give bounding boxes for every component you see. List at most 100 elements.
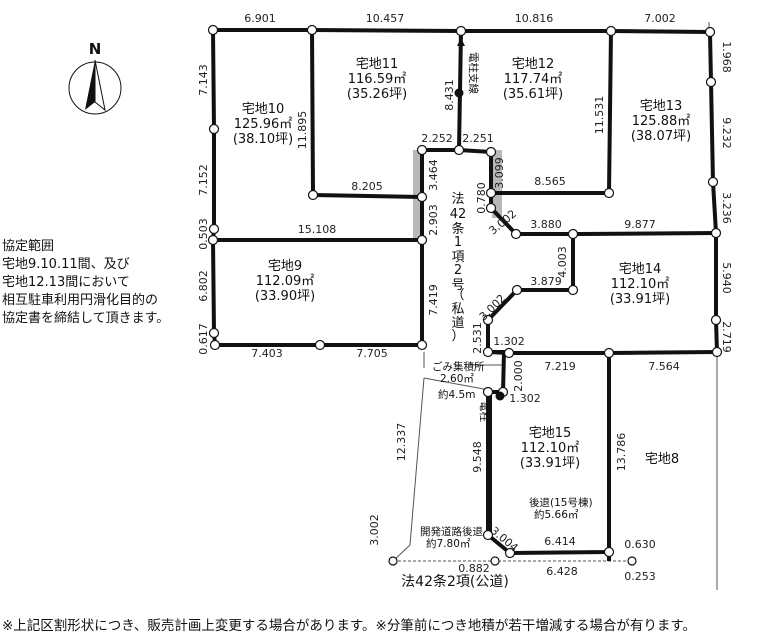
- lot-labels: 宅地11 116.59㎡ (35.26坪) 宅地12 117.74㎡ (35.6…: [233, 57, 691, 471]
- lot15-tsubo: (33.91坪): [520, 456, 580, 471]
- svg-text:8.205: 8.205: [351, 180, 383, 193]
- lot13-name: 宅地13: [640, 99, 683, 114]
- svg-text:0.503: 0.503: [197, 218, 210, 250]
- svg-text:法: 法: [451, 192, 464, 207]
- svg-text:1.302: 1.302: [509, 392, 541, 405]
- agreement-note: 協定範囲 宅地9.10.11間、及び 宅地12.13間において 相互駐車利用円滑…: [2, 239, 170, 326]
- lot10-area: 125.96㎡: [234, 117, 293, 132]
- lot12-area: 117.74㎡: [504, 72, 563, 87]
- survey-points: [207, 24, 723, 566]
- svg-text:0.780: 0.780: [475, 182, 488, 214]
- lot14-area: 112.10㎡: [611, 277, 670, 292]
- lot15-area: 112.10㎡: [521, 441, 580, 456]
- svg-text:2.903: 2.903: [427, 204, 440, 236]
- svg-text:）: ）: [451, 329, 464, 344]
- svg-text:道: 道: [451, 316, 464, 331]
- svg-text:6.428: 6.428: [546, 565, 578, 578]
- lot9-name: 宅地9: [268, 259, 302, 274]
- svg-text:9.232: 9.232: [720, 117, 733, 149]
- pole-top-arrow-icon: [457, 38, 465, 46]
- private-road-label: 法 42 条 1 項 2 号 （ 私 道 ）: [450, 192, 467, 344]
- lot14-name: 宅地14: [619, 262, 662, 277]
- pole-top-icon: [454, 88, 464, 98]
- setback-road-area: 約7.80㎡: [426, 537, 471, 550]
- svg-text:5.940: 5.940: [720, 262, 733, 294]
- svg-text:3.880: 3.880: [530, 218, 562, 231]
- svg-text:1.968: 1.968: [720, 41, 733, 73]
- lot13-tsubo: (38.07坪): [631, 129, 691, 144]
- svg-text:0.630: 0.630: [624, 538, 656, 551]
- svg-text:6.802: 6.802: [197, 270, 210, 302]
- svg-text:12.337: 12.337: [395, 423, 408, 462]
- svg-text:7.705: 7.705: [356, 347, 388, 360]
- svg-text:2.252: 2.252: [421, 132, 453, 145]
- public-road-label: 法42条2項(公道): [401, 573, 509, 590]
- lot8-name: 宅地8: [645, 452, 679, 467]
- lot9-tsubo: (33.90坪): [255, 289, 315, 304]
- svg-text:7.152: 7.152: [197, 164, 210, 196]
- gomi-area: 2.60㎡: [440, 373, 474, 385]
- shared-strip-right: [492, 150, 502, 218]
- setback-road: 開発道路後退: [420, 525, 483, 538]
- setback-15-area: 約5.66㎡: [534, 508, 579, 521]
- lot10-name: 宅地10: [242, 102, 285, 117]
- lot11-name: 宅地11: [356, 57, 399, 72]
- svg-text:10.816: 10.816: [515, 12, 554, 25]
- svg-text:私: 私: [451, 302, 464, 317]
- approx-width: 約4.5m: [438, 388, 475, 401]
- svg-text:2.251: 2.251: [462, 132, 494, 145]
- svg-text:8.565: 8.565: [534, 175, 566, 188]
- svg-text:3.879: 3.879: [530, 275, 562, 288]
- svg-text:10.457: 10.457: [366, 12, 405, 25]
- svg-text:3.099: 3.099: [493, 157, 506, 189]
- svg-text:42: 42: [450, 207, 467, 222]
- compass-n: N: [89, 40, 102, 58]
- svg-text:4.003: 4.003: [556, 246, 569, 278]
- dimension-labels-vertical: 7.143 7.152 0.503 6.802 0.617 1.968 9.23…: [197, 41, 733, 554]
- svg-text:11.895: 11.895: [296, 111, 309, 150]
- svg-text:8.431: 8.431: [443, 79, 456, 111]
- svg-text:6.901: 6.901: [244, 12, 276, 25]
- lot12-name: 宅地12: [512, 57, 555, 72]
- svg-text:9.877: 9.877: [624, 218, 656, 231]
- svg-text:1: 1: [454, 235, 462, 250]
- svg-text:7.564: 7.564: [648, 360, 680, 373]
- lot10-tsubo: (38.10坪): [233, 132, 293, 147]
- svg-text:0.617: 0.617: [197, 323, 210, 355]
- svg-text:（: （: [451, 288, 464, 303]
- compass-icon: N: [68, 40, 122, 115]
- svg-text:3.236: 3.236: [720, 192, 733, 224]
- pole-top-label: 電柱支線: [467, 52, 480, 94]
- svg-text:15.108: 15.108: [298, 223, 337, 236]
- svg-text:7.002: 7.002: [644, 12, 676, 25]
- svg-text:2.719: 2.719: [720, 321, 733, 353]
- footnote: ※上記区割形状につき、販売計画上変更する場合があります。※分筆前につき地積が若干…: [2, 618, 696, 634]
- lot14-tsubo: (33.91坪): [610, 292, 670, 307]
- svg-text:11.531: 11.531: [593, 96, 606, 135]
- misc-labels: 電柱支線 電柱 ごみ集積所 2.60㎡ 約4.5m 開発道路後退 約7.80㎡ …: [420, 52, 593, 550]
- gomi-label: ごみ集積所: [432, 360, 485, 373]
- svg-text:0.253: 0.253: [624, 570, 656, 583]
- lot12-tsubo: (35.61坪): [503, 87, 563, 102]
- svg-text:7.143: 7.143: [197, 64, 210, 96]
- svg-text:2.000: 2.000: [512, 360, 525, 392]
- svg-text:2.531: 2.531: [471, 322, 484, 354]
- svg-text:3.464: 3.464: [427, 159, 440, 191]
- svg-text:条: 条: [451, 221, 464, 237]
- dimension-labels: 6.901 10.457 10.816 7.002 8.205 8.565 2.…: [244, 12, 680, 583]
- lot13-area: 125.88㎡: [632, 114, 691, 129]
- svg-text:3.002: 3.002: [368, 514, 381, 546]
- svg-text:6.414: 6.414: [544, 535, 576, 548]
- pole-bottom-label: 電柱: [478, 401, 491, 422]
- svg-text:9.548: 9.548: [471, 441, 484, 473]
- pole-bottom-icon: [495, 391, 505, 401]
- lot11-area: 116.59㎡: [348, 72, 407, 87]
- svg-text:7.419: 7.419: [427, 284, 440, 316]
- setback-15: 後退(15号棟): [529, 496, 593, 509]
- lot9-area: 112.09㎡: [256, 274, 315, 289]
- lot15-name: 宅地15: [529, 426, 572, 441]
- svg-text:号: 号: [451, 278, 464, 293]
- svg-text:1.302: 1.302: [493, 335, 525, 348]
- svg-text:7.403: 7.403: [251, 347, 283, 360]
